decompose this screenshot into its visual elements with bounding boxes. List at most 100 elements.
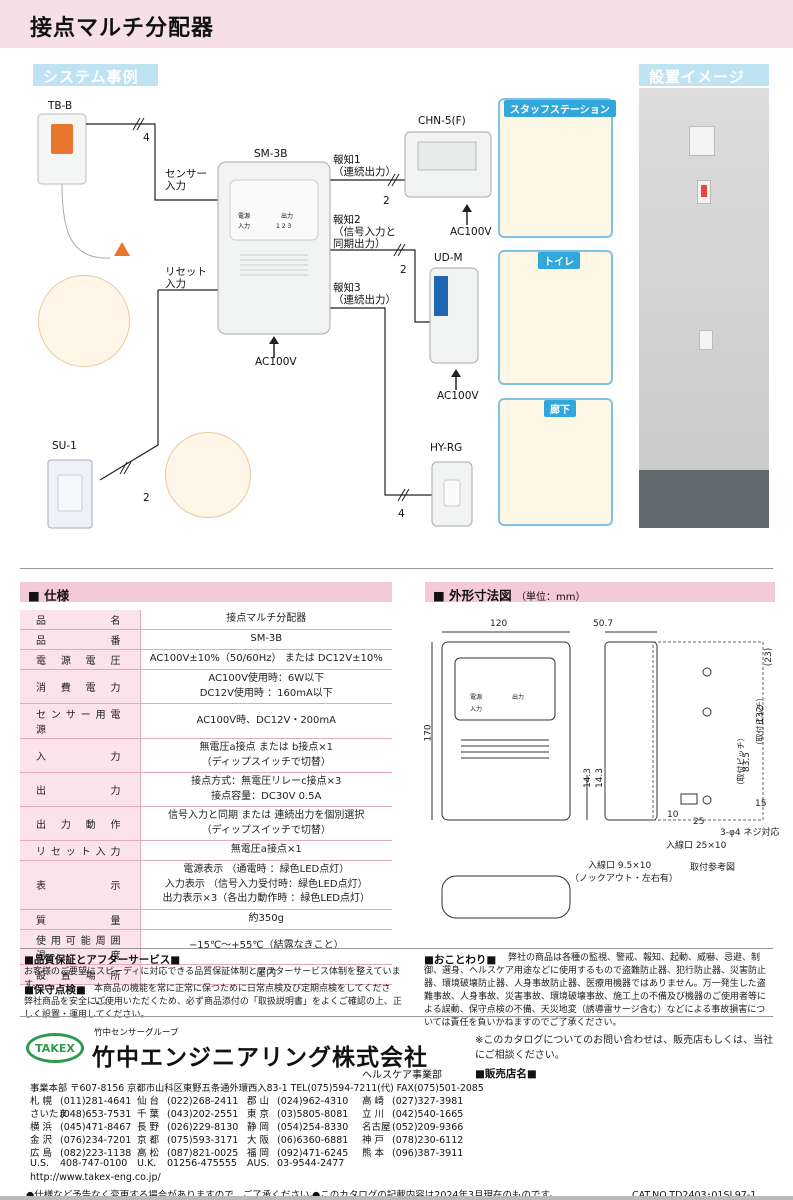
spec-row: 出力動作信号入力と同期 または 連続出力を個別選択（ディップスイッチで切替） (20, 806, 392, 841)
takex-logo: TAKEX (26, 1033, 84, 1063)
spec-value-line: （ディップスイッチで切替） (201, 756, 331, 768)
scene-staff-label: スタッフステーション (504, 100, 616, 117)
office-phone: (045)471-8467 (60, 1122, 132, 1133)
office-phone: (042)540-1665 (392, 1109, 464, 1120)
office-entry: 高 松(087)821-0025 (137, 1145, 238, 1159)
office-city: 福 岡 (247, 1148, 270, 1159)
label-ac-chn: AC100V (450, 226, 492, 238)
spec-value: 無電圧a接点×1 (140, 840, 392, 861)
office-phone: (022)268-2411 (167, 1096, 239, 1107)
office-entry: 静 岡(054)254-8330 (247, 1119, 348, 1133)
side-outline (604, 641, 658, 821)
office-entry: 東 京(03)5805-8081 (247, 1106, 348, 1120)
office-entry: 横 浜(045)471-8467 (30, 1119, 131, 1133)
dim-r23: (23) (764, 647, 775, 667)
office-city: 仙 台 (137, 1096, 160, 1107)
spec-key: センサー用電源 (20, 703, 141, 739)
maint-text-2: 弊社商品を安全にご使用いただくため、必ず商品添付の「取扱説明書」をよくご確認の上… (24, 997, 402, 1020)
label-ac-sm: AC100V (255, 356, 297, 368)
office-entry: 名古屋(052)209-9366 (362, 1119, 463, 1133)
contact-note: ※このカタログについてのお問い合わせは、販売店もしくは、当社にご相談ください。 (475, 1035, 774, 1061)
label-chn-5f: CHN-5(F) (418, 115, 466, 127)
office-phone: (026)229-8130 (167, 1122, 239, 1133)
label-notify3-2: （連続出力） (333, 294, 396, 306)
notice-text: 弊社の商品は各種の監視、警戒、報知、起動、威嚇、忌避、制御、選身、ヘルスケア用途… (424, 953, 767, 1029)
illustration-elderly-toilet (38, 275, 130, 367)
office-phone: (027)327-3981 (392, 1096, 464, 1107)
install-image-tab: 設置イメージ (639, 64, 769, 86)
office-entry: 金 沢(076)234-7201 (30, 1132, 131, 1146)
spec-value-line: SM-3B (250, 633, 283, 645)
office-city: 名古屋 (362, 1122, 391, 1133)
spec-heading-text: 仕様 (44, 588, 70, 603)
footer-middle: ●このカタログの記載内容は2024年3月現在のものです。 (312, 1190, 559, 1200)
label-reset-in-2: 入力 (165, 278, 186, 290)
spec-value-line: 接点マルチ分配器 (226, 613, 307, 625)
office-entry: 福 岡 (092)471-6245 (247, 1145, 348, 1159)
label-ud-m: UD-M (434, 252, 463, 264)
office-city: 千 葉 (137, 1109, 160, 1120)
system-example-heading: システム事例 (43, 68, 139, 86)
label-notify1-2: （連続出力） (333, 166, 396, 178)
dimension-drawing (431, 631, 764, 919)
tb-b-button (51, 124, 73, 154)
office-phone: 03-9544-2477 (277, 1158, 345, 1169)
spec-value-line: 無電圧a接点 または b接点×1 (199, 742, 334, 753)
wire-su (99, 290, 159, 481)
spec-row: 表示電源表示 （通電時 ：緑色LED点灯）入力表示 （信号入力受付時：緑色LED… (20, 860, 392, 910)
install-photo-device-top (689, 126, 715, 156)
spec-key: 品名 (20, 610, 141, 630)
dim-led-output: 出力 (512, 694, 525, 701)
department: ヘルスケア事業部 (362, 1070, 442, 1081)
scene-corridor (498, 398, 613, 526)
install-photo-lamp (701, 185, 707, 197)
office-city: 静 岡 (247, 1122, 270, 1133)
office-phone: (052)209-9366 (392, 1122, 464, 1133)
dimensions-heading-text: 外形寸法図 (449, 588, 512, 603)
office-phone: (011)281-4641 (60, 1096, 132, 1107)
dim-r10: 10 (667, 810, 679, 820)
office-entry: 大 阪(06)6360-6881 (247, 1132, 348, 1146)
label-notify3-1: 報知3 (333, 282, 361, 294)
office-entry: 熊 本(096)387-3911 (362, 1145, 463, 1159)
tb-b-pull (114, 242, 130, 256)
label-notify2-3: 同期出力） (333, 238, 386, 250)
office-entry: 札 幌 (011)281-4641 (30, 1093, 131, 1107)
label-hy-rg: HY-RG (430, 442, 463, 454)
website-link[interactable]: http://www.takex-eng.co.jp/ (30, 1172, 161, 1183)
spec-value: SM-3B (140, 629, 392, 650)
spec-key: 消費電力 (20, 669, 141, 704)
scene-toilet (498, 250, 613, 385)
spec-row: 品名 接点マルチ分配器 (20, 610, 392, 630)
office-entry: U.K.01256-475555 (137, 1158, 237, 1169)
wire-count-hy: 4 (398, 508, 405, 520)
spec-key: 出力 (20, 772, 141, 807)
wire-count-chn: 2 (383, 195, 390, 207)
spec-value: 約350g (140, 909, 392, 930)
spec-value: AC100V時、DC12V・200mA (140, 703, 392, 739)
office-city: 札 幌 (30, 1096, 53, 1107)
label-su-1: SU-1 (52, 440, 77, 452)
wire-count-su: 2 (143, 492, 150, 504)
spec-value-line: 屋内 (256, 967, 277, 979)
wire-hy (330, 307, 432, 496)
dim-knock2: （ノックアウト・左右有） (570, 874, 678, 884)
label-sensor-in-1: センサー (165, 168, 207, 180)
office-entry: U.S.408-747-0100 (30, 1158, 127, 1169)
office-phone: (043)202-2551 (167, 1109, 239, 1120)
spec-row: 質量約350g (20, 909, 392, 930)
spec-value: 電源表示 （通電時 ：緑色LED点灯）入力表示 （信号入力受付時：緑色LED点灯… (140, 860, 392, 910)
dim-r25: 25 (693, 817, 705, 827)
office-entry: 千 葉 (043)202-2551 (137, 1106, 238, 1120)
sm-3b-power-label: 電源 (238, 213, 251, 220)
office-entry: さいたま(048)653-7531 (30, 1106, 131, 1120)
office-phone: (092)471-6245 (277, 1148, 349, 1159)
headquarters: 事業本部 〒607-8156 京都市山科区東野五条通外環西入83-1 TEL(0… (30, 1083, 484, 1094)
office-entry: 長 野(026)229-8130 (137, 1119, 238, 1133)
spec-value: 信号入力と同期 または 連続出力を個別選択（ディップスイッチで切替） (140, 806, 392, 841)
quality-text: お客様のご要望にスピーディに対応できる品質保証体制とアフターサービス体制を整えて… (24, 967, 401, 991)
page-title: 接点マルチ分配器 (30, 16, 215, 41)
office-city: 東 京 (247, 1109, 270, 1120)
